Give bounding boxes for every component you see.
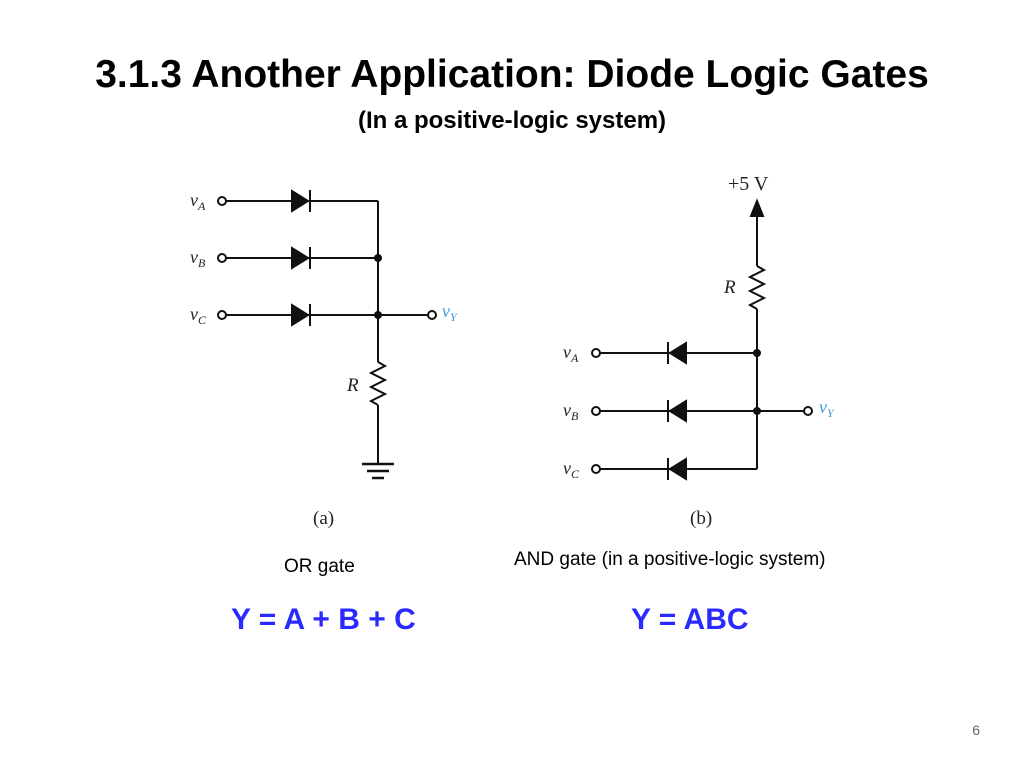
output-label: vY <box>819 397 835 420</box>
figure-label-a: (a) <box>313 508 334 529</box>
input-terminal-a <box>217 196 227 206</box>
output-terminal <box>427 310 437 320</box>
resistor-label: R <box>723 277 736 298</box>
input-terminal-b <box>591 406 601 416</box>
input-label-c: vC <box>190 304 207 327</box>
or-gate-caption: OR gate <box>284 556 355 577</box>
diode-c <box>291 303 311 327</box>
diode-a <box>667 341 687 365</box>
diode-a <box>291 189 311 213</box>
or-gate-circuit <box>217 189 437 480</box>
resistor-icon <box>747 265 767 310</box>
ground-icon <box>362 462 394 480</box>
input-terminal-b <box>217 253 227 263</box>
slide-subtitle: (In a positive-logic system) <box>357 107 667 134</box>
input-label-a: vA <box>190 190 206 213</box>
page-number: 6 <box>972 722 980 738</box>
and-gate-circuit <box>591 198 813 481</box>
output-terminal <box>803 406 813 416</box>
and-gate-equation: Y = ABC <box>631 603 749 636</box>
slide-title: 3.1.3 Another Application: Diode Logic G… <box>95 53 929 96</box>
input-terminal-c <box>591 464 601 474</box>
output-label: vY <box>442 301 458 324</box>
and-gate-caption: AND gate (in a positive-logic system) <box>514 549 826 570</box>
diode-b <box>667 399 687 423</box>
diode-c <box>667 457 687 481</box>
diode-b <box>291 246 311 270</box>
figure-label-b: (b) <box>690 508 712 529</box>
input-label-a: vA <box>563 342 579 365</box>
input-terminal-a <box>591 348 601 358</box>
or-gate-equation: Y = A + B + C <box>231 603 416 636</box>
resistor-label: R <box>346 375 359 396</box>
input-label-b: vB <box>563 400 579 423</box>
input-label-b: vB <box>190 247 206 270</box>
resistor-icon <box>368 361 388 406</box>
supply-arrow-icon <box>749 198 765 266</box>
input-terminal-c <box>217 310 227 320</box>
input-label-c: vC <box>563 458 580 481</box>
supply-label: +5 V <box>728 173 769 195</box>
